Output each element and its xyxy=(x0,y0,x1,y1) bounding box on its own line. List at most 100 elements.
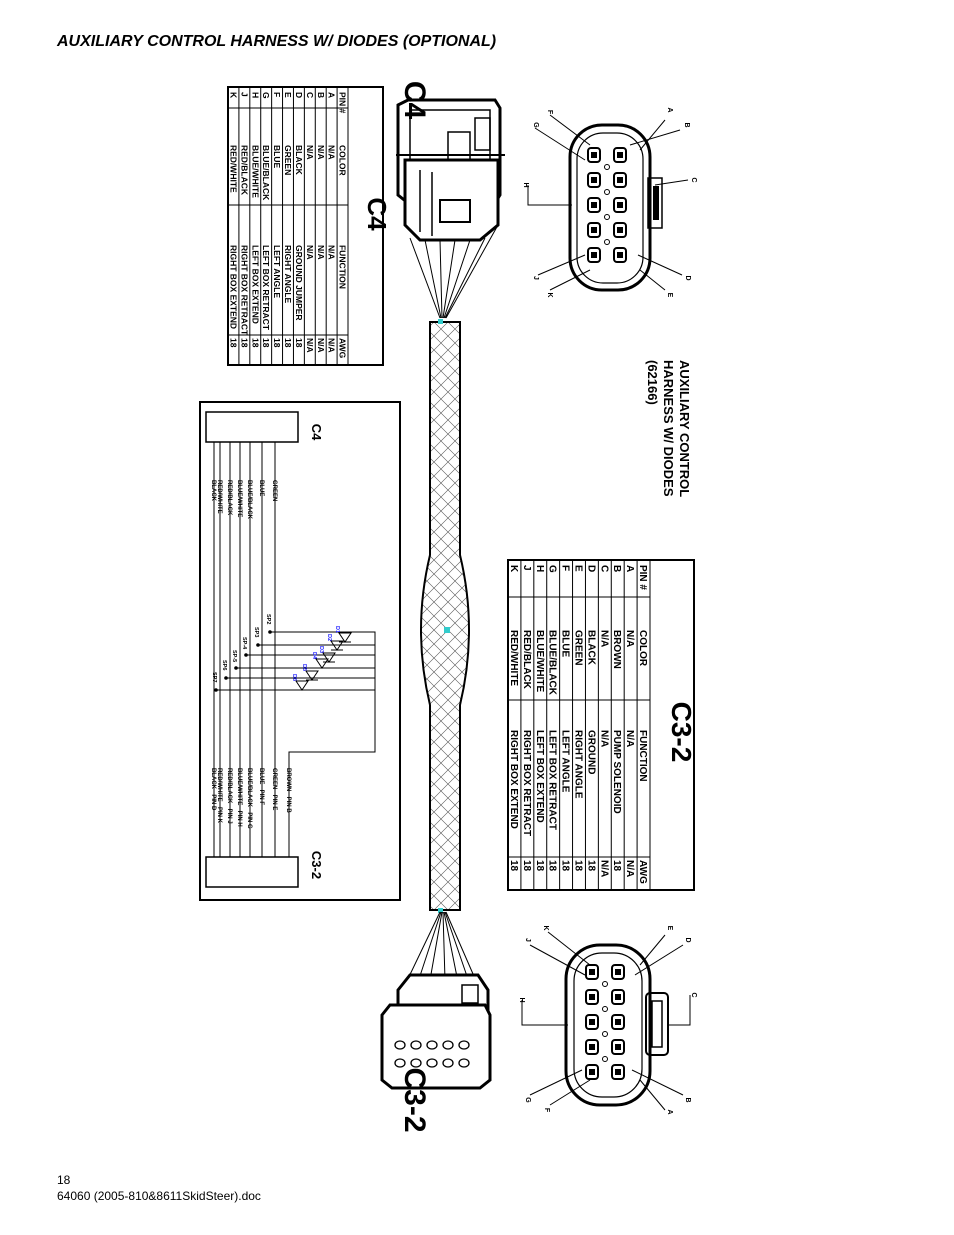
table-cell: BLACK xyxy=(294,145,304,176)
pin-letter: J xyxy=(524,938,531,942)
diode-symbol xyxy=(305,670,319,681)
pin-letter: F xyxy=(546,110,553,115)
table-cell: B xyxy=(611,565,622,572)
table-cell: C xyxy=(598,565,609,572)
pin-contact xyxy=(591,202,597,208)
body-cavity xyxy=(394,1040,406,1050)
table-cell: RED/WHITE xyxy=(228,145,238,193)
pin-contact xyxy=(589,1069,595,1075)
pin-cavity xyxy=(611,1014,625,1030)
table-cell: BLUE/BLACK xyxy=(547,630,558,696)
c32-connector-body xyxy=(380,973,492,1090)
table-header-cell: COLOR xyxy=(338,145,348,176)
pin-letter: A xyxy=(666,107,673,112)
pin-letter: J xyxy=(532,276,539,280)
table-cell: BROWN xyxy=(611,630,622,669)
schematic-wire-label: BLACK xyxy=(210,480,216,502)
schematic-wire-label: BLACK - PIN D xyxy=(210,768,216,811)
pin-leader-line xyxy=(639,119,666,151)
cavity-keyhole xyxy=(604,189,610,195)
pin-letter: F xyxy=(543,1108,550,1113)
splice-dot xyxy=(234,666,238,670)
pin-letter: H xyxy=(522,182,529,187)
pin-cavity xyxy=(613,222,627,238)
pin-cavity xyxy=(611,1039,625,1055)
table-cell: 18 xyxy=(508,860,519,872)
table-header-cell: FUNCTION xyxy=(637,730,648,782)
table-cell: F xyxy=(560,565,571,571)
pin-cavity xyxy=(611,964,625,980)
page-number: 18 xyxy=(57,1173,71,1187)
table-cell: PUMP SOLENOID xyxy=(611,730,622,814)
schematic-wire-label: BROWN - PIN B xyxy=(285,768,291,813)
table-cell: GREEN xyxy=(283,145,293,175)
splice-label: SP3 xyxy=(253,627,259,637)
table-cell: 18 xyxy=(272,338,282,348)
c4-connector-body xyxy=(396,98,505,242)
splice-label: SP2 xyxy=(265,614,271,624)
table-cell: N/A xyxy=(316,245,326,260)
table-cell: H xyxy=(250,92,260,98)
schematic-wire-label: BLUE xyxy=(258,480,264,496)
pin-leader-line xyxy=(549,114,591,146)
pin-leader-line xyxy=(654,179,689,186)
body-cavity xyxy=(426,1058,438,1068)
table-cell: 18 xyxy=(521,860,532,872)
schematic-wire-label: BLUE - PIN F xyxy=(258,768,264,805)
table-cell: RIGHT BOX RETRACT xyxy=(521,730,532,836)
body-cavity xyxy=(410,1058,422,1068)
pin-cavity xyxy=(585,1064,599,1080)
wiring-schematic: C4 C3-2 GREENBLUEBLUE/BLACKBLUE/WHITERED… xyxy=(199,401,401,901)
pin-cavity xyxy=(585,1039,599,1055)
table-cell: N/A xyxy=(305,145,315,160)
diode-symbol xyxy=(315,658,329,669)
pin-leader-line xyxy=(639,1079,666,1111)
document-name: 64060 (2005-810&8611SkidSteer).doc xyxy=(57,1189,261,1203)
body-cavity xyxy=(458,1058,470,1068)
c32-wire-fan xyxy=(404,911,481,991)
schematic-wire-label: BLUE/WHITE xyxy=(236,480,242,517)
pin-leader-line xyxy=(631,1069,684,1096)
pin-contact xyxy=(617,152,623,158)
table-cell: BLACK xyxy=(585,630,596,666)
pin-letter: D xyxy=(684,275,691,280)
pin-contact xyxy=(591,152,597,158)
table-cell: E xyxy=(573,565,584,572)
table-header-cell: AWG xyxy=(637,860,648,884)
table-cell: 18 xyxy=(228,338,238,348)
table-cell: G xyxy=(261,92,271,99)
table-cell: 18 xyxy=(573,860,584,872)
pin-cavity xyxy=(587,172,601,188)
pin-leader-line xyxy=(521,1000,568,1026)
pin-letter: C xyxy=(690,992,697,997)
pin-leader-line xyxy=(639,934,666,966)
table-cell: N/A xyxy=(624,860,635,877)
schematic-wire-label: RED/WHITE - PIN K xyxy=(216,768,222,824)
diode-label: D3 xyxy=(318,646,324,653)
cavity-keyhole xyxy=(602,1056,608,1062)
table-cell: E xyxy=(283,92,293,98)
diode-label: D2 xyxy=(326,634,332,641)
pin-letter: A xyxy=(666,1109,673,1114)
table-cell: BLUE xyxy=(272,145,282,168)
splice-label: SP-5 xyxy=(231,650,237,662)
splice-dot xyxy=(224,676,228,680)
pin-letter: K xyxy=(542,925,549,930)
table-cell: K xyxy=(508,565,519,573)
table-cell: BLUE/BLACK xyxy=(261,145,271,201)
table-cell: 18 xyxy=(261,338,271,348)
pin-contact xyxy=(615,1044,621,1050)
table-cell: J xyxy=(521,565,532,571)
pin-letter: G xyxy=(524,1097,531,1103)
splice-label: SP7 xyxy=(211,672,217,682)
pin-leader-line xyxy=(529,1069,583,1096)
table-cell: 18 xyxy=(283,338,293,348)
table-cell: LEFT ANGLE xyxy=(560,730,571,793)
table-cell: LEFT BOX RETRACT xyxy=(261,245,271,331)
table-cell: 18 xyxy=(547,860,558,872)
pin-letter: B xyxy=(683,122,690,127)
table-header-cell: PIN # xyxy=(637,565,648,590)
c32-table-title: C3-2 xyxy=(666,702,697,763)
table-cell: RIGHT BOX EXTEND xyxy=(508,730,519,829)
